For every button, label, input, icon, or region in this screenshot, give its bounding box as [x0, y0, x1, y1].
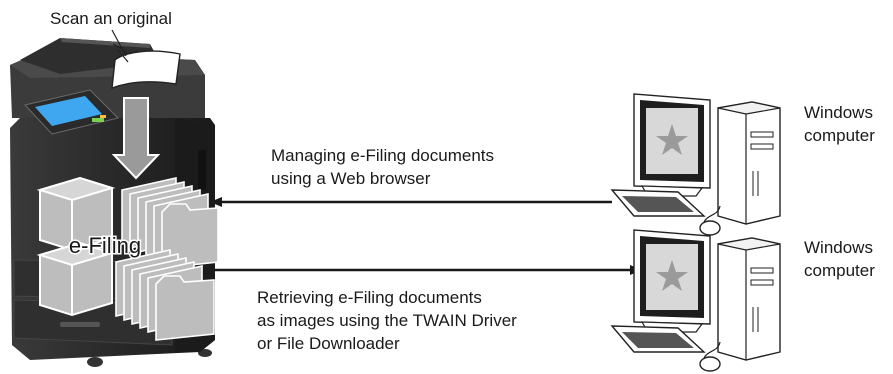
windows-computer-2-label-line2: computer: [804, 261, 875, 280]
windows-computer-1-label-line1: Windows: [804, 103, 873, 122]
paper-sheet-icon: [111, 43, 181, 90]
scan-leader-line: [111, 29, 127, 57]
windows-computer-1-label-line2: computer: [804, 126, 875, 145]
scan-down-arrow-icon: [111, 97, 161, 180]
retrieve-label-line1: Retrieving e-Filing documents: [257, 288, 482, 307]
desktop-computer-icon: [610, 229, 781, 372]
desktop-computer-icon: [610, 93, 781, 236]
efiling-label: e-Filing: [69, 233, 141, 258]
windows-computer-2-label-line1: Windows: [804, 238, 873, 257]
folder-stack-icon: [115, 177, 219, 341]
retrieve-label-line2: as images using the TWAIN Driver: [257, 311, 517, 330]
retrieve-label-line3: or File Downloader: [257, 334, 400, 353]
manage-label-line1: Managing e-Filing documents: [271, 146, 495, 165]
efiling-box-icon: [36, 176, 116, 317]
manage-label-line2: using a Web browser: [271, 169, 431, 188]
scan-label: Scan an original: [50, 9, 172, 28]
